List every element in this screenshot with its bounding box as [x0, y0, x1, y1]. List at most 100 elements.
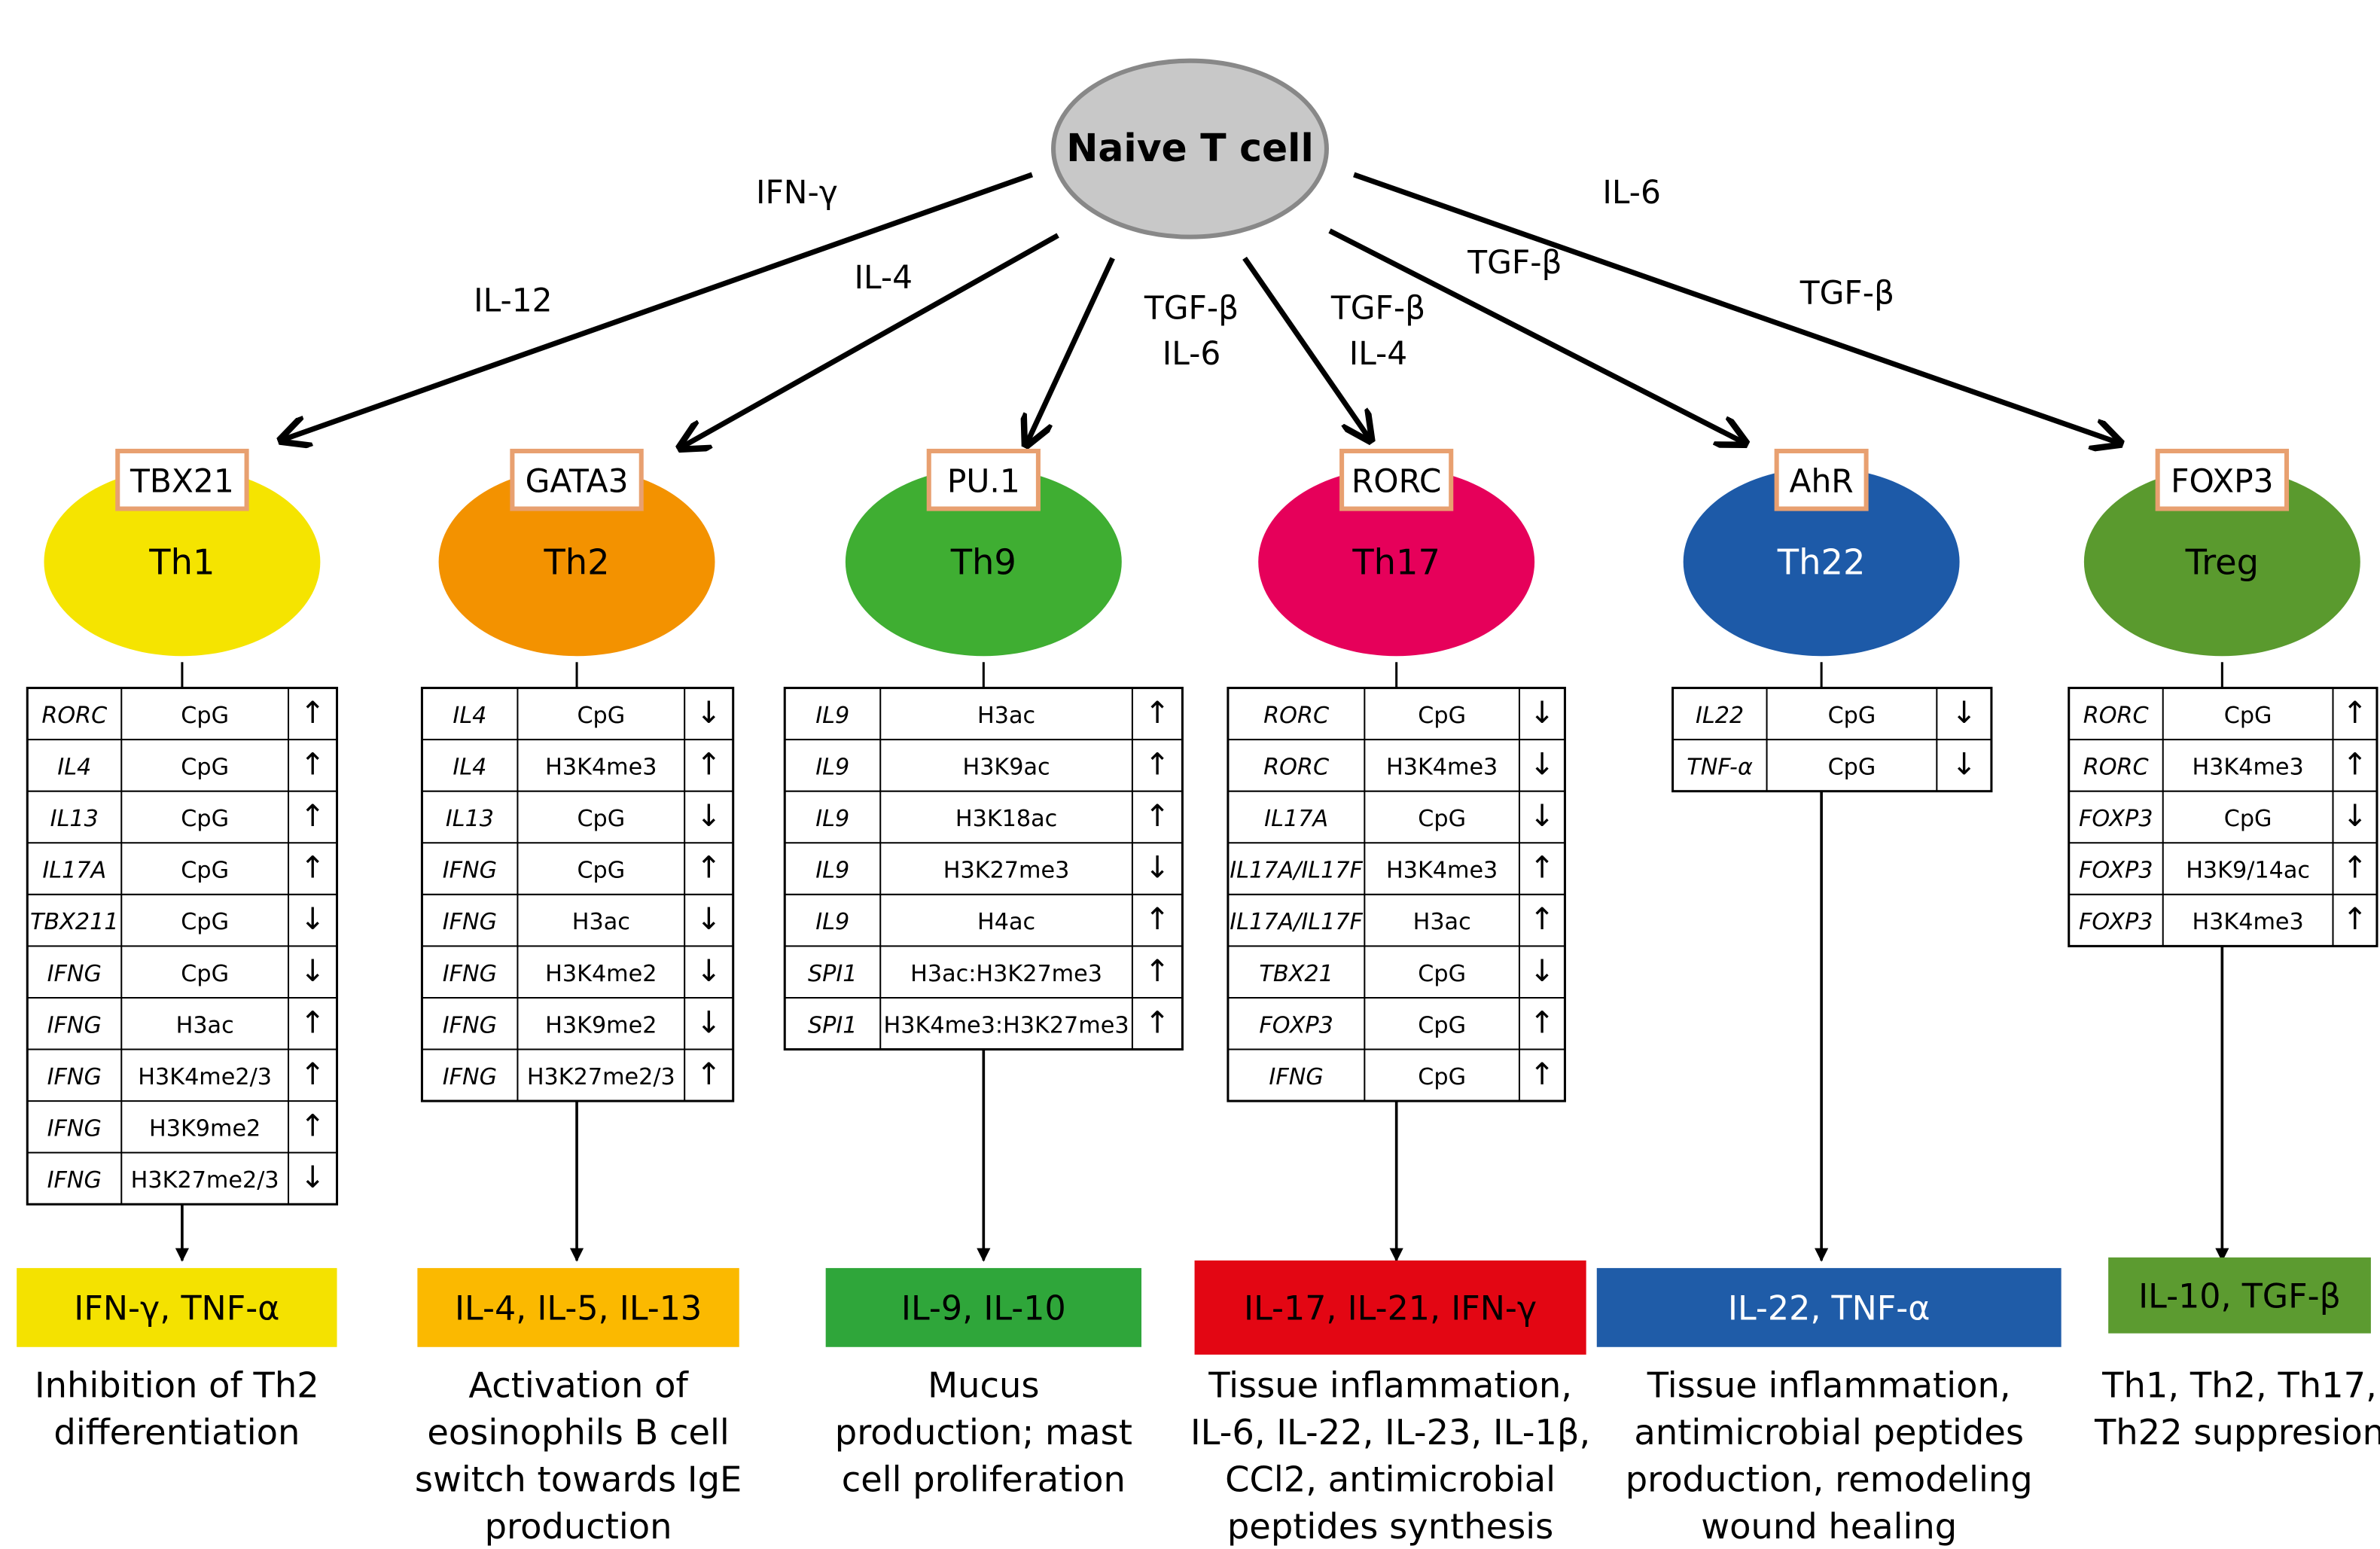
- arrow-to-th1: [281, 172, 1034, 441]
- function-description: Th1, Th2, Th17,: [2101, 1365, 2377, 1405]
- modification-cell: H3K27me3: [943, 858, 1070, 884]
- modification-cell: CpG: [181, 703, 229, 729]
- modification-cell: CpG: [1418, 1064, 1466, 1090]
- modification-cell: H3ac: [977, 703, 1035, 729]
- arrow-down-icon: ↓: [1529, 695, 1555, 730]
- cytokine-output-label: IL-4, IL-5, IL-13: [455, 1289, 702, 1328]
- transcription-factor-label: FOXP3: [2171, 462, 2273, 499]
- gene-cell: RORC: [1263, 754, 1329, 780]
- arrow-up-icon: ↑: [300, 746, 325, 782]
- cell-ellipse-th9: [845, 468, 1122, 657]
- modification-cell: H3K4me3: [1386, 754, 1498, 780]
- gene-cell: IL4: [57, 754, 91, 780]
- modification-cell: H3K4me2: [545, 961, 657, 987]
- modification-cell: H3K4me3: [1386, 858, 1498, 884]
- modification-cell: H3K18ac: [955, 806, 1057, 832]
- modification-cell: CpG: [577, 703, 625, 729]
- gene-cell: IL22: [1696, 703, 1744, 729]
- transcription-factor-label: GATA3: [526, 462, 629, 499]
- function-description: production: [485, 1506, 672, 1547]
- inducer-label-th17: IL-4: [1349, 335, 1408, 372]
- gene-cell: SPI1: [808, 1012, 858, 1038]
- gene-cell: TBX211: [30, 909, 119, 935]
- modification-cell: H3K4me3: [2192, 754, 2303, 780]
- modification-cell: H3K27me2/3: [527, 1064, 675, 1090]
- arrow-down-icon: ↓: [300, 901, 325, 937]
- arrow-to-treg: [1353, 172, 2120, 444]
- gene-cell: SPI1: [808, 961, 858, 987]
- modification-cell: H3K4me3: [545, 754, 657, 780]
- arrow-up-icon: ↑: [1144, 901, 1170, 937]
- arrow-down-icon: ↓: [696, 798, 722, 834]
- cytokine-output-box: [2108, 1257, 2371, 1334]
- modification-cell: CpG: [577, 858, 625, 884]
- gene-cell: FOXP3: [1259, 1012, 1333, 1038]
- function-description: switch towards IgE: [415, 1459, 742, 1499]
- gene-cell: IFNG: [443, 909, 497, 935]
- modification-cell: H3ac: [1413, 909, 1471, 935]
- gene-cell: IFNG: [443, 1064, 497, 1090]
- gene-cell: IL17A/IL17F: [1230, 858, 1363, 884]
- arrow-to-th22: [1328, 228, 1745, 444]
- cytokine-output-label: IFN-γ, TNF-α: [74, 1289, 279, 1328]
- arrow-down-icon: ↓: [696, 901, 722, 937]
- arrow-up-icon: ↑: [300, 798, 325, 834]
- cytokine-output-box: [1194, 1260, 1586, 1355]
- arrow-up-icon: ↑: [1144, 953, 1170, 989]
- modification-cell: H3K9/14ac: [2186, 858, 2310, 884]
- function-description: CCl2, antimicrobial: [1225, 1459, 1556, 1499]
- modification-cell: H3K9me2: [149, 1115, 261, 1142]
- cell-ellipse-treg: [2083, 468, 2360, 657]
- modification-cell: CpG: [181, 858, 229, 884]
- modification-cell: H3K4me3: [2192, 909, 2303, 935]
- arrow-down-icon: ↓: [2342, 798, 2368, 834]
- transcription-factor-label: RORC: [1352, 462, 1442, 499]
- arrow-down-icon: ↓: [300, 953, 325, 989]
- arrow-up-icon: ↑: [2342, 746, 2368, 782]
- arrow-down-icon: ↓: [1529, 798, 1555, 834]
- inducer-label-th9: TGF-β: [1144, 289, 1239, 326]
- cell-name: Th1: [148, 541, 215, 582]
- cell-name: Th2: [543, 541, 609, 582]
- modification-cell: H3K4me2/3: [138, 1064, 272, 1090]
- inducer-label-th1: IL-12: [474, 282, 552, 319]
- gene-cell: IL17A: [1264, 806, 1328, 832]
- arrow-up-icon: ↑: [1144, 1005, 1170, 1040]
- gene-cell: IFNG: [1269, 1064, 1323, 1090]
- function-description: eosinophils B cell: [427, 1412, 729, 1453]
- cell-ellipse-th22: [1683, 468, 1960, 657]
- inducer-label-th2: IL-4: [855, 259, 913, 296]
- transcription-factor-box: [1339, 448, 1454, 511]
- gene-cell: RORC: [41, 703, 107, 729]
- inducer-labels: IFN-γIL-12IL-4TGF-βIL-6TGF-βIL-4TGF-βIL-…: [474, 174, 1894, 372]
- gene-cell: RORC: [2083, 703, 2149, 729]
- arrow-up-icon: ↑: [300, 850, 325, 886]
- naive-t-cell-ellipse: [1051, 58, 1329, 239]
- cell-name: Th22: [1777, 541, 1866, 582]
- cell-name: Th9: [950, 541, 1016, 582]
- gene-cell: IFNG: [47, 1115, 102, 1142]
